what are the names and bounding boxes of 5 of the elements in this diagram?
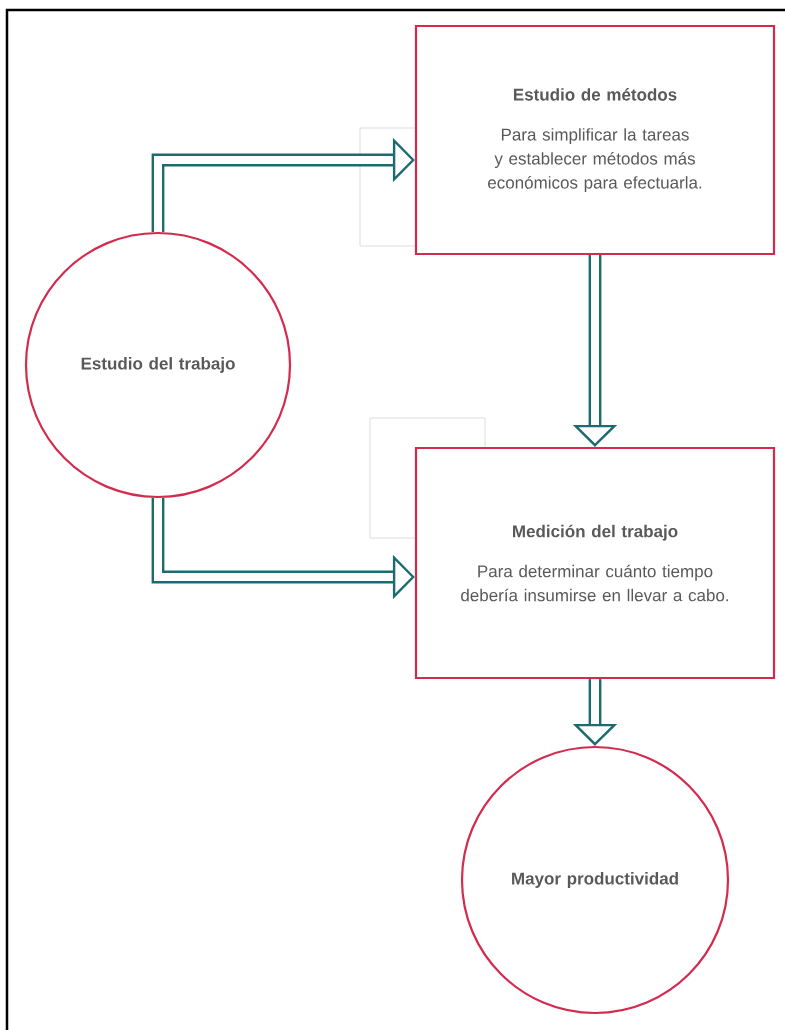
circle-node: Estudio del trabajo [24, 231, 292, 499]
process-box: Medición del trabajo Para determinar cuánto tiempo debería insumirse en llevar a cabo. [414, 446, 776, 680]
block-arrow [151, 137, 415, 232]
process-box: Estudio de métodos Para simplificar la tareas y establecer métodos más económicos para efectuarla. [414, 24, 776, 256]
circle-node: Mayor productividad [460, 745, 730, 1015]
